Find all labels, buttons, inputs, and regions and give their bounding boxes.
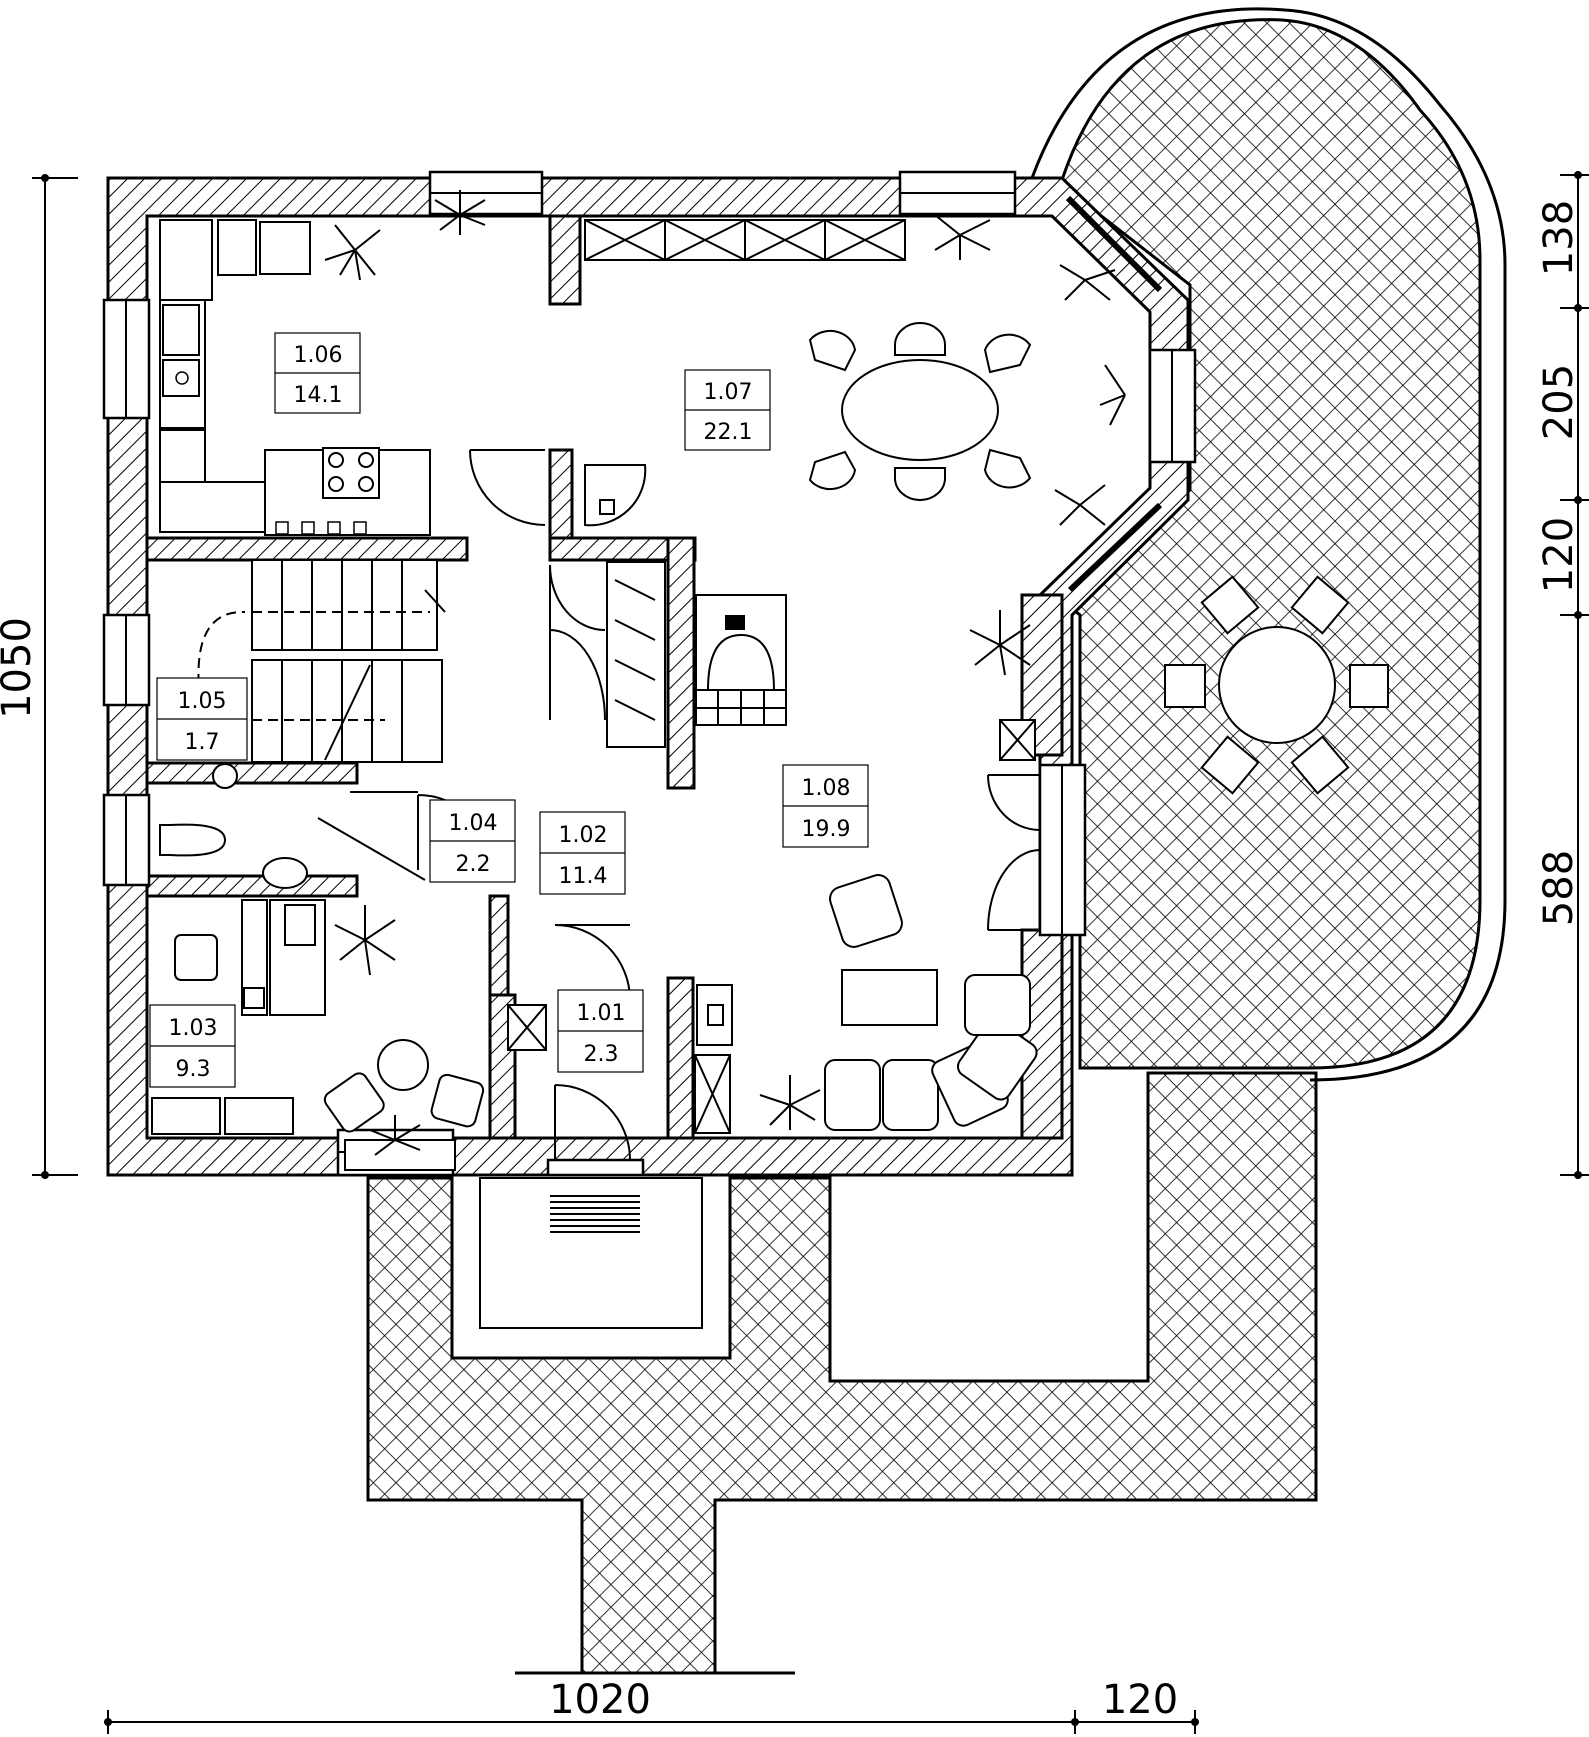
svg-text:1.7: 1.7 <box>185 730 220 755</box>
staircase <box>197 559 446 763</box>
svg-text:1.01: 1.01 <box>577 1001 626 1026</box>
svg-text:1050: 1050 <box>0 617 40 719</box>
svg-text:138: 138 <box>1536 200 1582 276</box>
terrace-paving <box>366 7 1507 1675</box>
room-label-1.04: 1.04 2.2 <box>429 799 516 883</box>
svg-text:1020: 1020 <box>549 1677 651 1723</box>
wc-fixtures <box>159 763 308 889</box>
wardrobe <box>606 561 666 748</box>
svg-text:9.3: 9.3 <box>176 1057 211 1082</box>
dining-table <box>808 322 1032 501</box>
office-furniture <box>151 899 485 1171</box>
fireplace <box>695 594 787 726</box>
room-label-1.01: 1.01 2.3 <box>557 989 644 1073</box>
room-label-1.03: 1.03 9.3 <box>149 1004 236 1088</box>
dimension-bottom: 1020 120 <box>104 1677 1199 1734</box>
svg-text:1.06: 1.06 <box>294 343 343 368</box>
svg-text:2.2: 2.2 <box>456 852 491 877</box>
corner-unit <box>584 464 647 527</box>
svg-text:120: 120 <box>1536 517 1582 593</box>
svg-text:22.1: 22.1 <box>704 420 753 445</box>
house-walls <box>106 176 1190 1177</box>
svg-text:2.3: 2.3 <box>584 1042 619 1067</box>
svg-text:1.08: 1.08 <box>802 776 851 801</box>
kitchen-units <box>159 219 431 536</box>
plants <box>324 190 1126 1156</box>
terrace-table <box>1164 575 1389 795</box>
entrance-mat <box>550 1195 640 1233</box>
doors <box>317 449 1041 1161</box>
svg-text:19.9: 19.9 <box>802 817 851 842</box>
svg-text:11.4: 11.4 <box>559 864 608 889</box>
top-shelves <box>584 219 906 261</box>
svg-text:1.03: 1.03 <box>169 1016 218 1041</box>
living-furniture <box>507 719 1038 1134</box>
dimension-left: 1050 <box>0 174 78 1179</box>
room-label-1.08: 1.08 19.9 <box>782 764 869 848</box>
room-label-1.02: 1.02 11.4 <box>539 811 626 895</box>
svg-text:120: 120 <box>1102 1677 1178 1723</box>
dimension-right: 138 205 120 588 <box>1536 171 1589 1179</box>
room-label-1.07: 1.07 22.1 <box>684 369 771 451</box>
svg-text:1.05: 1.05 <box>178 689 227 714</box>
svg-text:1.07: 1.07 <box>704 380 753 405</box>
room-label-1.05: 1.05 1.7 <box>156 677 248 761</box>
svg-text:588: 588 <box>1536 850 1582 926</box>
svg-text:1.02: 1.02 <box>559 823 608 848</box>
svg-text:205: 205 <box>1536 364 1582 440</box>
svg-text:1.04: 1.04 <box>449 811 498 836</box>
svg-text:14.1: 14.1 <box>294 383 343 408</box>
room-label-1.06: 1.06 14.1 <box>274 332 361 414</box>
